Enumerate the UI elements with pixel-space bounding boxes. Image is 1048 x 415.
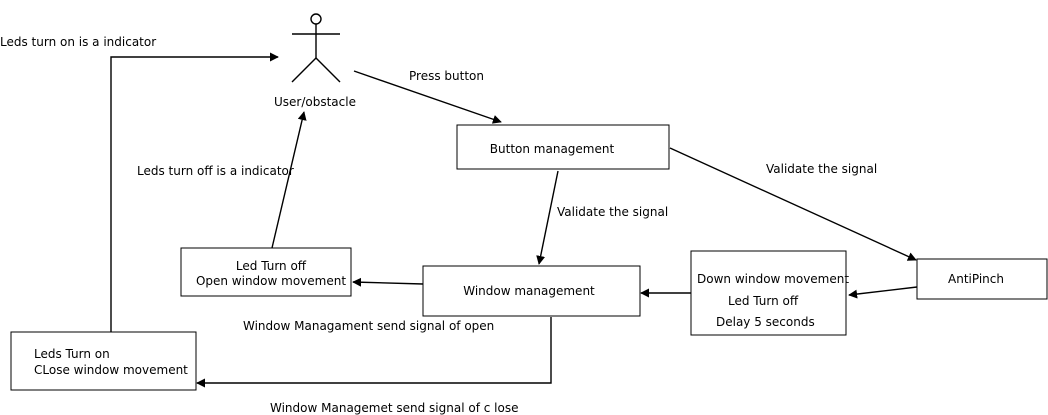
send-close-label: Window Managemet send signal of c lose <box>270 401 518 415</box>
press-button-arrow <box>353 70 502 124</box>
leds-off-indicator-label: Leds turn off is a indicator <box>137 164 294 178</box>
validate-right-label: Validate the signal <box>766 162 877 176</box>
antipinch-label: AntiPinch <box>948 272 1004 286</box>
down-window-line-2: Led Turn off <box>728 294 799 308</box>
led-turn-off-box: Led Turn off Open window movement <box>180 247 352 297</box>
ledson-to-user-arrow <box>110 52 279 332</box>
validate-center-arrow <box>536 170 559 265</box>
button-management-box: Button management <box>456 124 670 170</box>
validate-right-arrow <box>669 147 917 261</box>
leds-turn-on-box: Leds Turn on CLose window movement <box>10 331 197 391</box>
send-open-label: Window Managament send signal of open <box>243 319 494 333</box>
down-window-box: Down window movement Led Turn off Delay … <box>690 250 849 336</box>
window-management-box: Window management <box>422 265 641 317</box>
leds-turn-on-line-1: Leds Turn on <box>34 347 110 361</box>
window-to-ledson-arrow <box>196 317 552 388</box>
window-management-label: Window management <box>463 284 595 298</box>
leds-on-indicator-label: Leds turn on is a indicator <box>0 35 156 49</box>
down-window-line-1: Down window movement <box>697 272 849 286</box>
window-to-ledoff-arrow <box>352 277 424 287</box>
button-management-label: Button management <box>490 142 615 156</box>
led-turn-off-line-1: Led Turn off <box>236 259 307 273</box>
ledoff-to-user-arrow <box>271 111 307 249</box>
leds-turn-on-line-2: CLose window movement <box>34 363 188 377</box>
led-turn-off-line-2: Open window movement <box>196 274 346 288</box>
down-window-line-3: Delay 5 seconds <box>716 315 815 329</box>
press-button-label: Press button <box>409 69 484 83</box>
antipinch-box: AntiPinch <box>916 258 1048 300</box>
antipinch-to-down-arrow <box>848 286 918 299</box>
user-actor-icon <box>291 13 341 83</box>
validate-center-label: Validate the signal <box>557 205 668 219</box>
actor-label: User/obstacle <box>274 95 356 109</box>
